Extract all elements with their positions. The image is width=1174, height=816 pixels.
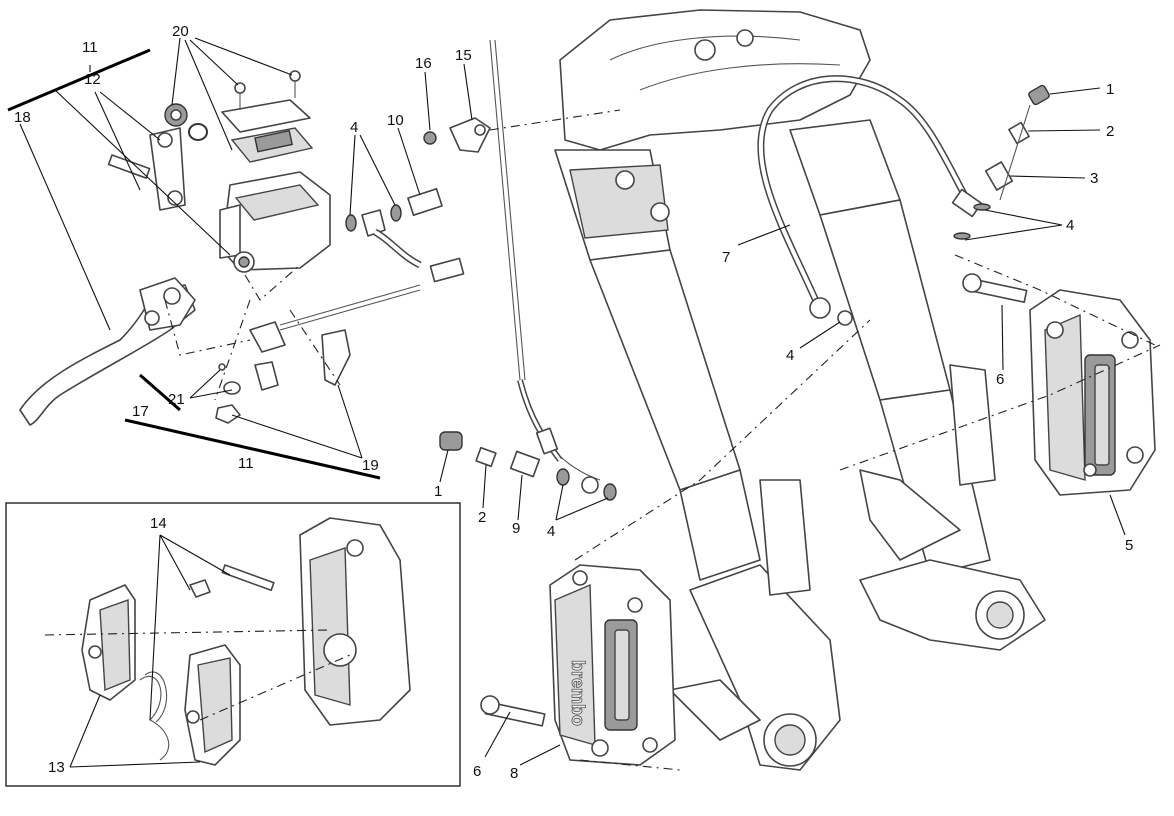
callout-14: 14 [150, 515, 167, 532]
group-bracket-11-bottom [124, 418, 381, 480]
callout-7: 7 [722, 249, 730, 266]
group-bracket-17 [139, 373, 181, 412]
pushrod-assembly [164, 264, 421, 424]
banjo-fitting [345, 188, 465, 283]
bleeder-right [953, 84, 1050, 240]
callout-3: 3 [1090, 170, 1098, 187]
inset-pads-caliper [44, 517, 411, 766]
callout-4-left: 4 [547, 523, 555, 540]
leader-lines [19, 37, 1126, 768]
callout-2-right: 2 [1106, 123, 1114, 140]
brake-hose-right [757, 75, 983, 326]
callout-1-left: 1 [434, 483, 442, 500]
callout-21: 21 [168, 391, 185, 408]
caliper-brand-label: brembo [568, 660, 588, 726]
callout-17: 17 [132, 403, 149, 420]
callout-15: 15 [455, 47, 472, 64]
group-bracket-11-top [7, 48, 151, 112]
callout-1-right: 1 [1106, 81, 1114, 98]
callout-16: 16 [415, 55, 432, 72]
callout-11-top: 11 [82, 39, 98, 56]
callout-6-right: 6 [996, 371, 1004, 388]
hose-bracket [423, 109, 621, 153]
callout-4-upper: 4 [350, 119, 358, 136]
callout-9: 9 [512, 520, 520, 537]
callout-4-right: 4 [1066, 217, 1074, 234]
left-brake-caliper: brembo [549, 319, 871, 771]
callout-11-bottom: 11 [238, 455, 254, 472]
callout-5: 5 [1125, 537, 1133, 554]
bleeder-left [439, 379, 617, 501]
callout-4-mid: 4 [786, 347, 794, 364]
right-brake-caliper [839, 254, 1161, 496]
inset-frame [5, 502, 461, 787]
callout-18: 18 [14, 109, 31, 126]
callout-19: 19 [362, 457, 379, 474]
callout-13: 13 [48, 759, 65, 776]
callout-20: 20 [172, 23, 189, 40]
front-fork [489, 9, 1046, 771]
callout-labels: 11 20 12 18 16 15 4 10 1 2 3 4 7 4 6 5 1… [14, 23, 1133, 782]
callout-10: 10 [387, 112, 404, 129]
callout-8: 8 [510, 765, 518, 782]
brake-lever [19, 277, 196, 426]
callout-6-left: 6 [473, 763, 481, 780]
callout-2-left: 2 [478, 509, 486, 526]
caliper-bolt-right [962, 273, 1028, 304]
callout-12: 12 [84, 71, 101, 88]
caliper-bolt-left [480, 695, 546, 727]
master-cylinder [107, 70, 331, 273]
